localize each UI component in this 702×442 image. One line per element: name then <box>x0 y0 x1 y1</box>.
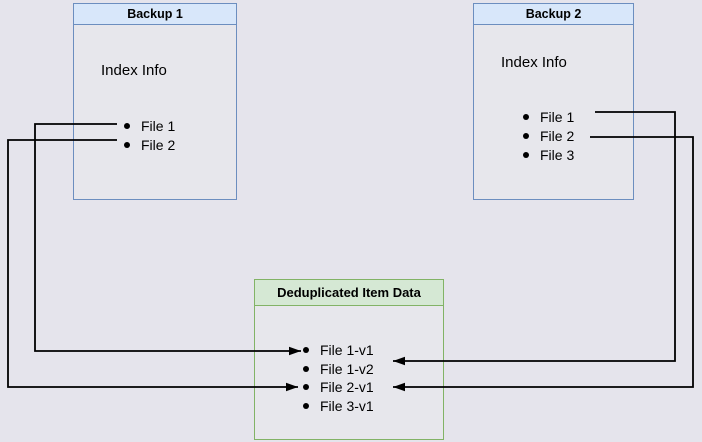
bullet-icon <box>124 122 130 129</box>
backup2-header: Backup 2 <box>474 4 633 25</box>
dedup-item-label: File 1-v1 <box>320 342 374 359</box>
dedup-item-label: File 2-v1 <box>320 379 374 396</box>
file-label: File 2 <box>141 137 176 154</box>
file-label: File 2 <box>540 127 575 144</box>
bullet-icon <box>303 402 309 409</box>
backup1-header: Backup 1 <box>74 4 236 25</box>
backup1-file-item: File 1 <box>124 116 175 136</box>
backup1-node: Backup 1 <box>73 3 237 200</box>
file-label: File 3 <box>540 146 575 163</box>
bullet-icon <box>523 151 529 158</box>
bullet-icon <box>124 142 130 149</box>
bullet-icon <box>303 347 309 354</box>
file-label: File 1 <box>540 108 575 125</box>
backup2-file-item: File 2 <box>523 126 574 145</box>
dedup-item-label: File 1-v2 <box>320 360 374 377</box>
dedup-item: File 1-v1 <box>303 341 374 360</box>
bullet-icon <box>523 132 529 139</box>
backup1-index-info-label: Index Info <box>101 62 167 79</box>
dedup-item-label: File 3-v1 <box>320 397 374 414</box>
dedup-item: File 1-v2 <box>303 360 374 379</box>
dedup-item: File 3-v1 <box>303 397 374 416</box>
bullet-icon <box>303 365 309 372</box>
backup2-file-item: File 1 <box>523 107 574 126</box>
backup1-file-list: File 1 File 2 <box>124 116 175 155</box>
bullet-icon <box>523 113 529 120</box>
dedup-item-list: File 1-v1 File 1-v2 File 2-v1 File 3-v1 <box>303 341 374 415</box>
file-label: File 1 <box>141 117 176 134</box>
dedup-header: Deduplicated Item Data <box>255 280 443 306</box>
backup2-index-info-label: Index Info <box>501 54 567 71</box>
bullet-icon <box>303 384 309 391</box>
backup2-file-item: File 3 <box>523 145 574 164</box>
backup1-file-item: File 2 <box>124 136 175 156</box>
backup2-node: Backup 2 <box>473 3 634 200</box>
backup2-file-list: File 1 File 2 File 3 <box>523 107 574 164</box>
dedup-item: File 2-v1 <box>303 378 374 397</box>
